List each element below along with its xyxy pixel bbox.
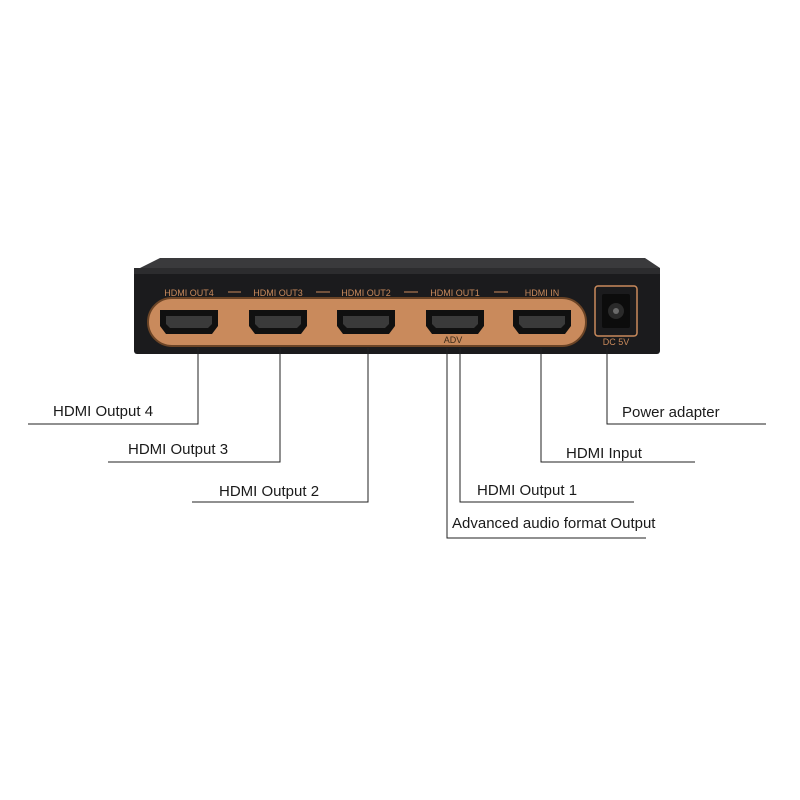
device-body-highlight	[134, 268, 660, 274]
callout-advanced-audio-output: Advanced audio format Output	[452, 515, 656, 532]
dc-label: DC 5V	[603, 337, 630, 347]
hdmi-port-out4[interactable]	[160, 310, 218, 334]
port-label-out2: HDMI OUT2	[341, 288, 391, 298]
hdmi-port-out3[interactable]	[249, 310, 307, 334]
leader-line-out2	[192, 348, 369, 503]
callout-hdmi-output-1: HDMI Output 1	[477, 482, 578, 499]
leader-line-adv	[446, 348, 646, 539]
leader-lines	[28, 348, 766, 539]
port-label-in: HDMI IN	[525, 288, 560, 298]
leader-line-out4	[28, 348, 199, 425]
adv-label: ADV	[444, 335, 463, 345]
device-top-edge	[140, 258, 660, 268]
hdmi-port-out1[interactable]	[426, 310, 484, 334]
callout-hdmi-output-3: HDMI Output 3	[128, 441, 229, 458]
leader-line-power	[606, 348, 766, 425]
callout-hdmi-input: HDMI Input	[566, 445, 642, 462]
dc-power-jack[interactable]	[594, 285, 638, 337]
leader-line-out1	[459, 348, 634, 503]
callout-hdmi-output-4: HDMI Output 4	[53, 403, 154, 420]
hdmi-port-in[interactable]	[513, 310, 571, 334]
port-label-out1: HDMI OUT1	[430, 288, 480, 298]
callout-power-adapter: Power adapter	[622, 404, 720, 421]
hdmi-port-out2[interactable]	[337, 310, 395, 334]
leader-line-out3	[108, 348, 281, 463]
callout-hdmi-output-2: HDMI Output 2	[219, 483, 320, 500]
leader-line-in	[540, 348, 695, 463]
port-label-out4: HDMI OUT4	[164, 288, 214, 298]
port-label-out3: HDMI OUT3	[253, 288, 303, 298]
